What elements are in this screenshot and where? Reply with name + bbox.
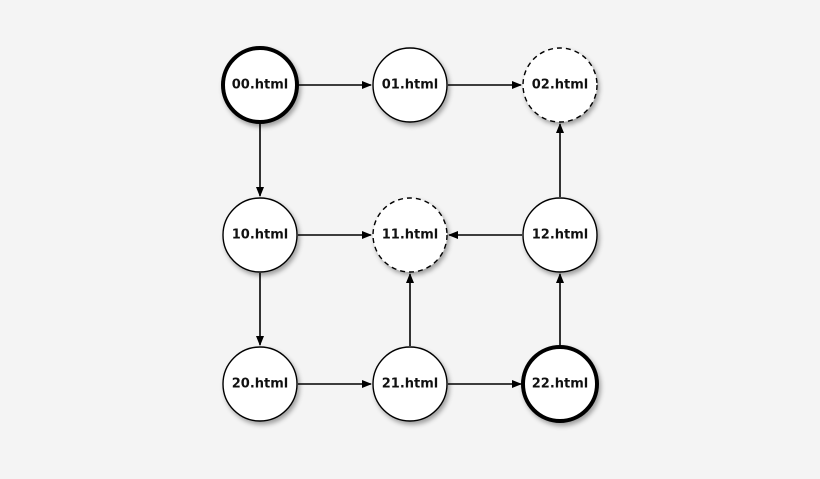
node-00-circle bbox=[221, 46, 299, 124]
node-20-circle bbox=[222, 346, 298, 422]
node-02: 02.html bbox=[522, 47, 598, 123]
node-11-circle bbox=[372, 197, 448, 273]
node-22-circle bbox=[521, 345, 599, 423]
edges-layer bbox=[256, 81, 564, 388]
node-10-circle bbox=[222, 197, 298, 273]
node-12: 12.html bbox=[522, 197, 598, 273]
node-21-circle bbox=[372, 346, 448, 422]
node-12-circle bbox=[522, 197, 598, 273]
node-01: 01.html bbox=[372, 47, 448, 123]
node-20-label: 20.html bbox=[232, 377, 289, 392]
node-00-label: 00.html bbox=[232, 78, 289, 93]
node-11: 11.html bbox=[372, 197, 448, 273]
node-02-label: 02.html bbox=[532, 78, 589, 93]
node-22-label: 22.html bbox=[532, 377, 589, 392]
node-21-label: 21.html bbox=[382, 377, 439, 392]
node-10-label: 10.html bbox=[232, 228, 289, 243]
node-22: 22.html bbox=[521, 345, 599, 423]
node-10: 10.html bbox=[222, 197, 298, 273]
node-02-circle bbox=[522, 47, 598, 123]
node-01-circle bbox=[372, 47, 448, 123]
nodes-layer: 00.html 01.html 02.html 10.html 11.html 12.ht… bbox=[221, 46, 599, 423]
node-20: 20.html bbox=[222, 346, 298, 422]
node-00: 00.html bbox=[221, 46, 299, 124]
node-12-label: 12.html bbox=[532, 228, 589, 243]
node-01-label: 01.html bbox=[382, 78, 439, 93]
node-11-label: 11.html bbox=[382, 228, 439, 243]
node-21: 21.html bbox=[372, 346, 448, 422]
